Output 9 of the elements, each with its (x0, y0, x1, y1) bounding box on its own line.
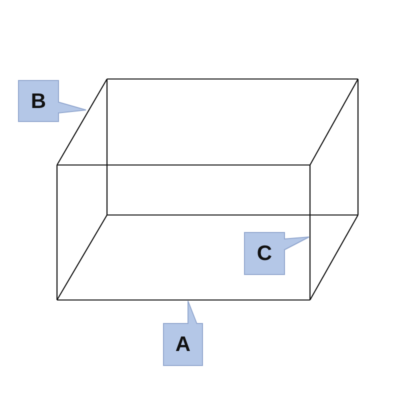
callout-box (244, 232, 285, 275)
callout-pointer (284, 236, 310, 250)
callout-box (18, 80, 59, 122)
callout-pointer (188, 300, 198, 324)
callout-letter: C (256, 243, 272, 264)
callout-letter: A (175, 334, 191, 355)
callout-box (163, 323, 203, 366)
callout-letter: B (30, 90, 46, 112)
callout-pointer (58, 102, 86, 114)
